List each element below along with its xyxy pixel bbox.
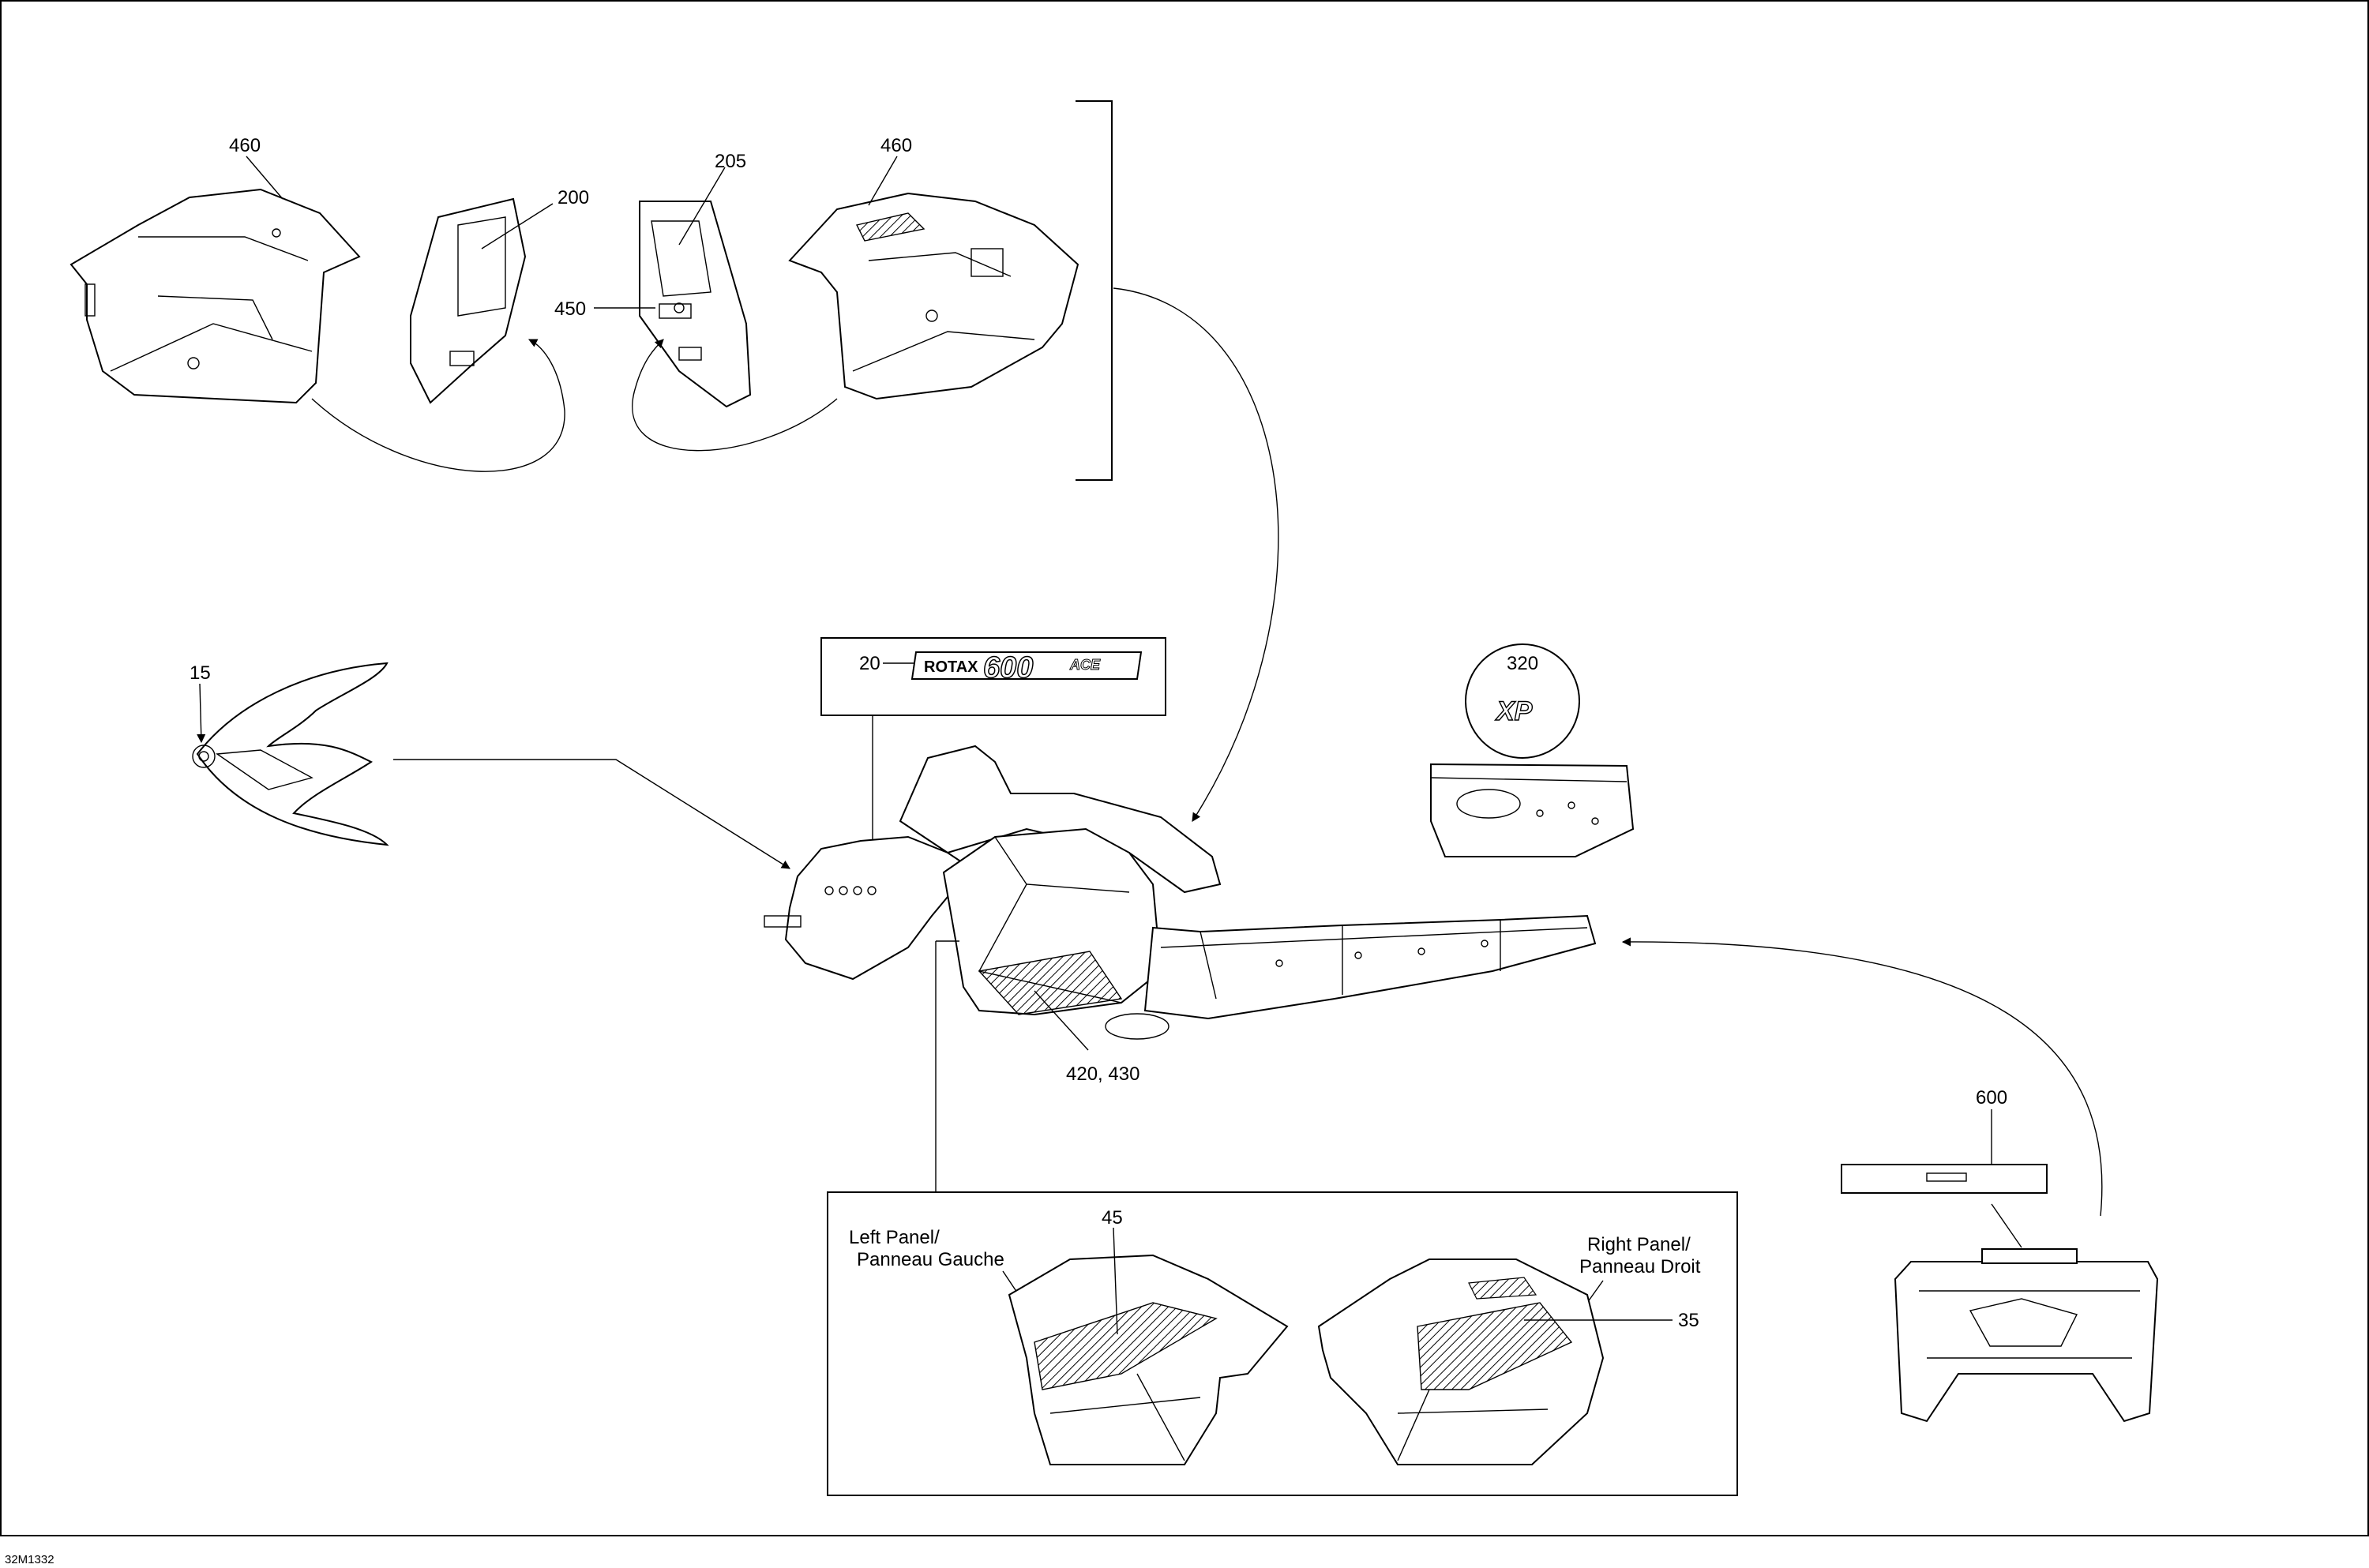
- callout-320-label: 320: [1507, 653, 1538, 674]
- right-panel-label-line1: Right Panel/: [1587, 1234, 1691, 1255]
- callout-15-label: 15: [190, 662, 211, 684]
- callout-200-label: 200: [558, 187, 589, 208]
- left-panel-label-line2: Panneau Gauche: [857, 1249, 1004, 1270]
- callout-420-430: 420, 430: [1034, 990, 1139, 1085]
- drawing-frame: [0, 0, 2369, 1536]
- callout-35-label: 35: [1678, 1310, 1699, 1331]
- side-panel-right-outer: [788, 192, 1079, 400]
- callout-15: 15: [190, 662, 211, 744]
- side-panel-left-inner: [410, 197, 527, 404]
- rotax-number: 600: [983, 651, 1033, 685]
- callout-205-label: 205: [715, 151, 746, 172]
- callout-20-label: 20: [859, 653, 880, 674]
- callout-45-label: 45: [1102, 1207, 1123, 1229]
- callout-450: 450: [554, 298, 655, 320]
- callout-200: 200: [481, 187, 589, 249]
- rotax-suffix: ACE: [1069, 657, 1101, 673]
- callout-460-left: 460: [229, 135, 283, 200]
- rear-bumper-decal: 600: [1841, 1087, 2159, 1423]
- front-hood-part: [192, 662, 389, 846]
- callout-460-right: 460: [868, 135, 912, 206]
- callout-450-label: 450: [554, 298, 586, 320]
- callout-420-430-label: 420, 430: [1066, 1063, 1139, 1085]
- right-panel-label-line2: Panneau Droit: [1579, 1256, 1701, 1277]
- left-panel-label-line1: Left Panel/: [849, 1227, 940, 1248]
- left-panel-part: [1008, 1254, 1289, 1465]
- xp-badge-text: XP: [1495, 696, 1533, 726]
- callout-460-right-label: 460: [880, 135, 912, 156]
- side-panel-left-outer: [69, 188, 361, 404]
- right-panel-part: [1317, 1259, 1605, 1465]
- callout-460-left-label: 460: [229, 135, 261, 156]
- panels-detail-box: [827, 1191, 1738, 1496]
- rotax-word: ROTAX: [924, 658, 978, 676]
- drawing-id: 32M1332: [5, 1553, 54, 1566]
- callout-600-label: 600: [1976, 1087, 2007, 1108]
- rotax-decal-box: 20 ROTAX 600 ACE: [820, 637, 1166, 716]
- callout-205: 205: [678, 151, 746, 246]
- side-panel-right-inner: [639, 201, 752, 408]
- snowmobile-body: [764, 745, 1597, 1040]
- xp-badge-detail: 320 XP: [1430, 643, 1635, 857]
